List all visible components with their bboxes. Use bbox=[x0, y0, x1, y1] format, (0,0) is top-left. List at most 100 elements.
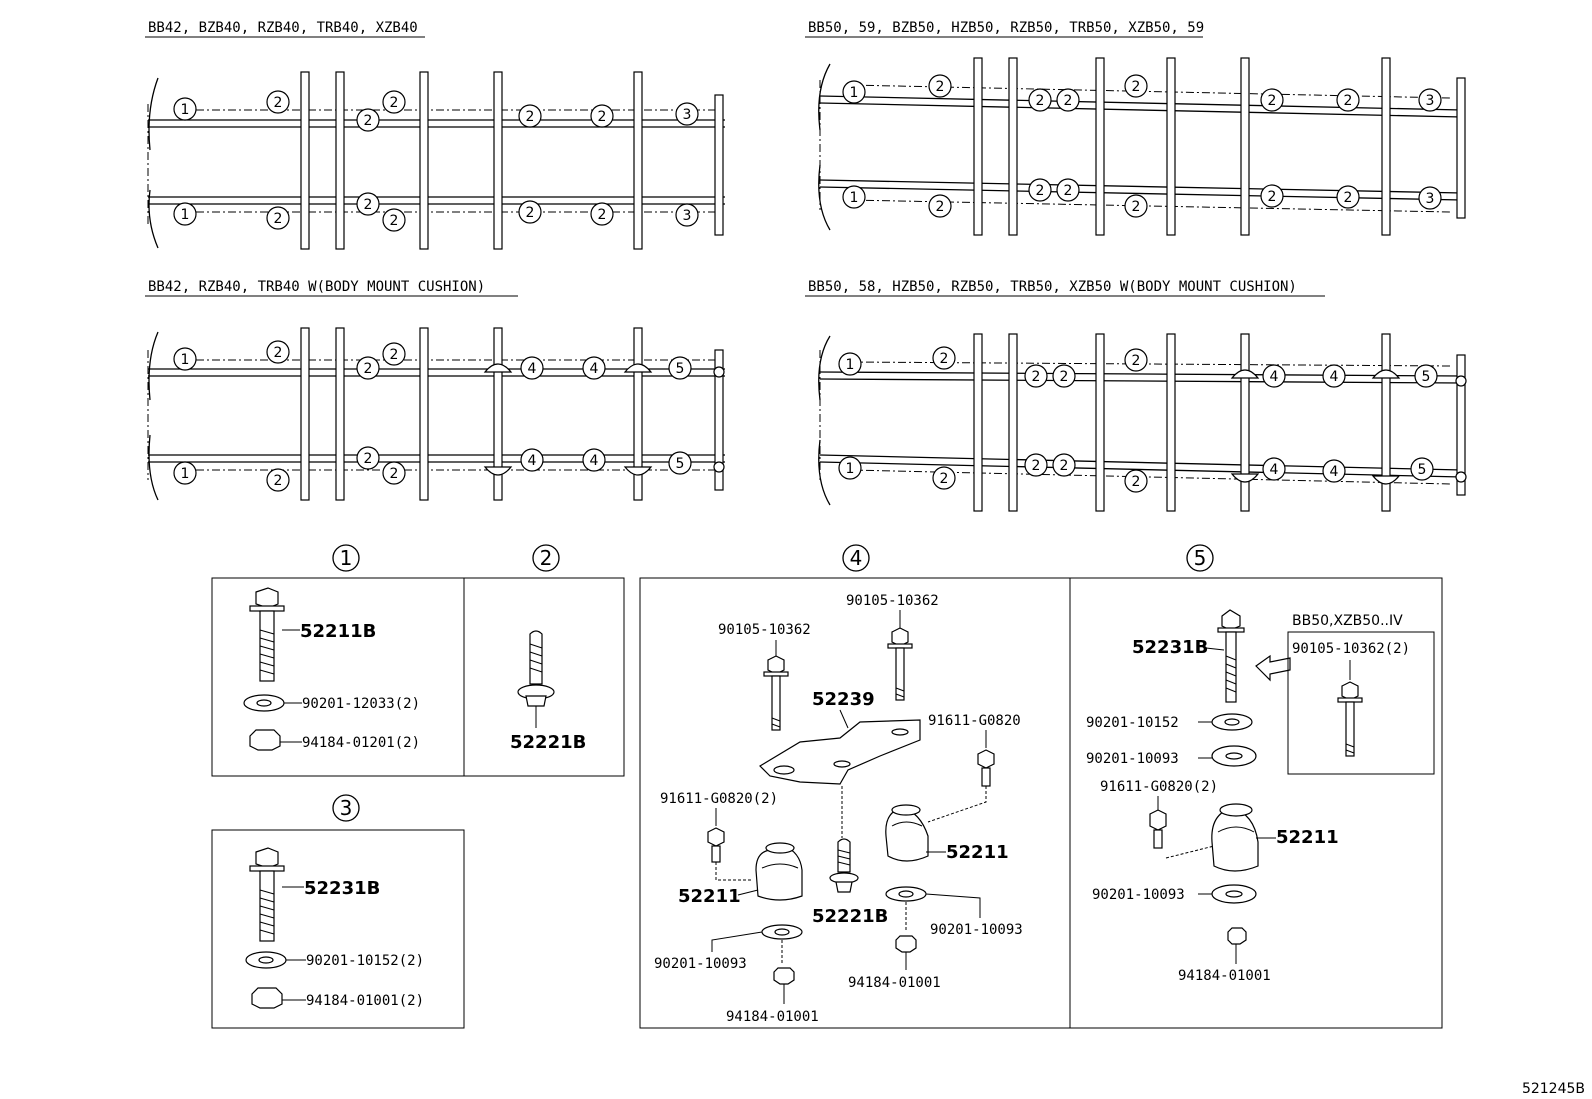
svg-text:4: 4 bbox=[1330, 369, 1339, 385]
callout-1: 1 bbox=[173, 461, 197, 485]
part-90105-10362-a: 90105-10362 bbox=[846, 593, 939, 609]
part-90201-10152: 90201-10152(2) bbox=[306, 953, 424, 969]
svg-text:5: 5 bbox=[676, 361, 685, 377]
callout-2: 2 bbox=[932, 466, 956, 490]
box-headers: 1 2 3 4 5 bbox=[332, 544, 1214, 822]
box-4-5 bbox=[639, 577, 1443, 1029]
callout-2: 2 bbox=[928, 194, 952, 218]
svg-text:1: 1 bbox=[181, 207, 190, 223]
svg-text:2: 2 bbox=[1060, 458, 1069, 474]
callout-4: 4 bbox=[1262, 457, 1286, 481]
svg-text:2: 2 bbox=[1064, 183, 1073, 199]
callout-2: 2 bbox=[1336, 185, 1360, 209]
callout-5: 5 bbox=[668, 356, 692, 380]
svg-text:1: 1 bbox=[846, 357, 855, 373]
svg-text:2: 2 bbox=[274, 211, 283, 227]
svg-text:2: 2 bbox=[364, 451, 373, 467]
callout-2: 2 bbox=[1260, 184, 1284, 208]
part-90201-10152-b: 90201-10152 bbox=[1086, 715, 1179, 731]
header-callout-5: 5 bbox=[1186, 544, 1214, 572]
callout-2: 2 bbox=[1336, 88, 1360, 112]
callout-2: 2 bbox=[266, 468, 290, 492]
callout-2: 2 bbox=[356, 446, 380, 470]
svg-text:2: 2 bbox=[1036, 93, 1045, 109]
svg-text:2: 2 bbox=[598, 109, 607, 125]
svg-text:1: 1 bbox=[340, 546, 353, 570]
part-52221b-b: 52221B bbox=[812, 906, 888, 927]
callout-2: 2 bbox=[356, 108, 380, 132]
stud-52221b-b bbox=[829, 838, 859, 893]
part-52211-c: 52211 bbox=[1276, 827, 1339, 848]
callout-2: 2 bbox=[382, 208, 406, 232]
svg-text:2: 2 bbox=[1132, 474, 1141, 490]
part-91611-g0820-b: 91611-G0820(2) bbox=[660, 791, 778, 807]
svg-text:2: 2 bbox=[364, 197, 373, 213]
part-52211-b: 52211 bbox=[946, 842, 1009, 863]
callout-1: 1 bbox=[173, 347, 197, 371]
part-94184-01001-c: 94184-01001 bbox=[1178, 968, 1271, 984]
svg-text:2: 2 bbox=[936, 79, 945, 95]
part-52231b-b: 52231B bbox=[1132, 637, 1208, 658]
callout-2: 2 bbox=[1024, 364, 1048, 388]
frame-diagram-2: BB50, 59, BZB50, HZB50, RZB50, TRB50, XZ… bbox=[805, 20, 1466, 236]
svg-text:2: 2 bbox=[940, 471, 949, 487]
callout-2: 2 bbox=[1056, 178, 1080, 202]
bolt-91611-a bbox=[977, 749, 995, 787]
frame-diagram-4: BB50, 58, HZB50, RZB50, TRB50, XZB50 W(B… bbox=[805, 279, 1467, 512]
svg-text:2: 2 bbox=[1032, 458, 1041, 474]
part-90201-10093-c: 90201-10093 bbox=[1086, 751, 1179, 767]
callout-1: 1 bbox=[173, 97, 197, 121]
callout-2: 2 bbox=[1124, 194, 1148, 218]
part-52231b: 52231B bbox=[304, 878, 380, 899]
svg-text:5: 5 bbox=[676, 456, 685, 472]
callout-4: 4 bbox=[582, 356, 606, 380]
svg-text:2: 2 bbox=[1036, 183, 1045, 199]
svg-text:5: 5 bbox=[1194, 546, 1207, 570]
svg-text:2: 2 bbox=[1344, 190, 1353, 206]
frame-callouts: 1 1 2 2 2 2 2 2 2 2 2 2 3 3 1 1 2 2 2 2 … bbox=[173, 74, 1442, 493]
svg-text:1: 1 bbox=[181, 466, 190, 482]
callout-1: 1 bbox=[838, 456, 862, 480]
svg-text:4: 4 bbox=[1330, 464, 1339, 480]
callout-4: 4 bbox=[520, 356, 544, 380]
svg-text:2: 2 bbox=[1268, 93, 1277, 109]
callout-1: 1 bbox=[173, 202, 197, 226]
callout-3: 3 bbox=[1418, 186, 1442, 210]
bolt-52211b bbox=[249, 587, 285, 682]
callout-2: 2 bbox=[1124, 74, 1148, 98]
part-90201-12033: 90201-12033(2) bbox=[302, 696, 420, 712]
svg-text:2: 2 bbox=[364, 361, 373, 377]
part-52211b: 52211B bbox=[300, 621, 376, 642]
svg-text:3: 3 bbox=[683, 208, 692, 224]
svg-text:2: 2 bbox=[540, 546, 553, 570]
bracket-52239 bbox=[759, 719, 921, 785]
callout-5: 5 bbox=[668, 451, 692, 475]
svg-text:5: 5 bbox=[1418, 462, 1427, 478]
callout-5: 5 bbox=[1410, 457, 1434, 481]
frame-diagram-1: BB42, BZB40, RZB40, TRB40, XZB40 bbox=[145, 20, 725, 250]
svg-text:2: 2 bbox=[1060, 369, 1069, 385]
svg-text:2: 2 bbox=[1132, 199, 1141, 215]
callout-3: 3 bbox=[675, 102, 699, 126]
svg-text:3: 3 bbox=[1426, 191, 1435, 207]
part-91611-g0820-c: 91611-G0820(2) bbox=[1100, 779, 1218, 795]
callout-4: 4 bbox=[1262, 364, 1286, 388]
part-94184-01001-a: 94184-01001 bbox=[848, 975, 941, 991]
svg-text:4: 4 bbox=[528, 361, 537, 377]
callout-2: 2 bbox=[266, 90, 290, 114]
bolt-91611-b bbox=[707, 827, 725, 863]
bolt-90105-a bbox=[887, 627, 913, 701]
diagram-title-4: BB50, 58, HZB50, RZB50, TRB50, XZB50 W(B… bbox=[808, 279, 1297, 295]
callout-5: 5 bbox=[1414, 364, 1438, 388]
svg-text:2: 2 bbox=[526, 205, 535, 221]
svg-text:3: 3 bbox=[1426, 93, 1435, 109]
bolt-52231b-b bbox=[1217, 609, 1245, 703]
svg-text:2: 2 bbox=[390, 95, 399, 111]
svg-text:4: 4 bbox=[850, 546, 863, 570]
callout-2: 2 bbox=[356, 356, 380, 380]
cushion-52211-b bbox=[885, 804, 929, 862]
cushion-52211-c bbox=[1211, 803, 1259, 872]
svg-text:2: 2 bbox=[274, 345, 283, 361]
callout-2: 2 bbox=[356, 192, 380, 216]
svg-text:2: 2 bbox=[364, 113, 373, 129]
